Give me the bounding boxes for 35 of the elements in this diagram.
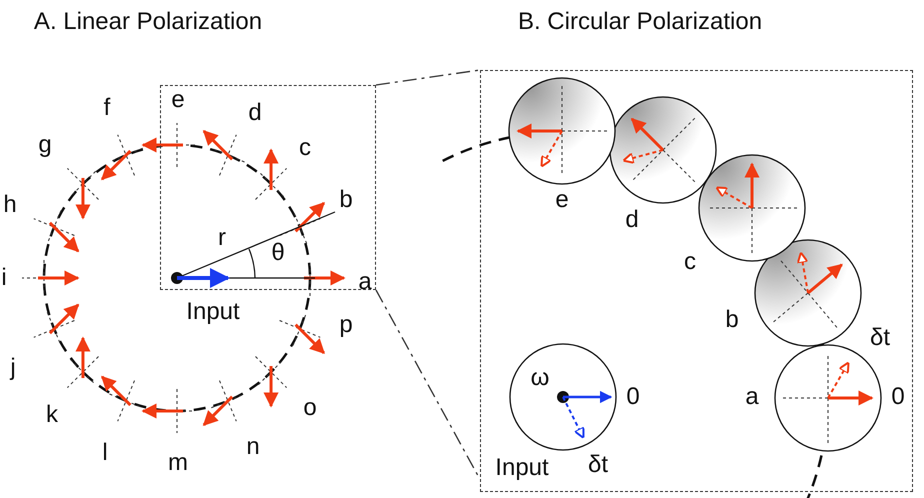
- point-label: c: [684, 250, 696, 274]
- point-label: b: [339, 188, 353, 212]
- point-label: i: [1, 266, 7, 290]
- point-label: c: [299, 136, 311, 160]
- point-label: k: [46, 403, 58, 427]
- point-label: h: [3, 193, 17, 217]
- inset-panel: [480, 70, 913, 492]
- point-label: m: [168, 451, 188, 475]
- point-label: o: [303, 396, 317, 420]
- input-label: Input: [186, 300, 240, 324]
- symbol-label: ω: [530, 366, 550, 390]
- point-label: a: [745, 385, 759, 409]
- point-label: j: [10, 356, 16, 380]
- zoom-box: [160, 85, 376, 290]
- panel-title: B. Circular Polarization: [518, 10, 762, 34]
- point-label: a: [358, 270, 372, 294]
- point-label: n: [246, 435, 260, 459]
- panel-title: A. Linear Polarization: [34, 10, 262, 34]
- zoom-line: [376, 69, 480, 86]
- symbol-label: r: [218, 226, 226, 250]
- point-label: p: [339, 313, 353, 337]
- point-label: e: [171, 88, 185, 112]
- point-label: l: [102, 441, 108, 465]
- symbol-label: δt: [588, 453, 608, 477]
- symbol-label: 0: [626, 385, 640, 409]
- point-label: g: [38, 133, 52, 157]
- symbol-label: θ: [271, 241, 285, 265]
- point-label: b: [725, 308, 739, 332]
- symbol-label: 0: [891, 385, 905, 409]
- point-label: d: [625, 208, 639, 232]
- point-label: d: [248, 101, 262, 125]
- point-label: e: [555, 188, 569, 212]
- point-label: f: [104, 96, 110, 120]
- symbol-label: δt: [870, 326, 890, 350]
- input-label: Input: [495, 456, 549, 480]
